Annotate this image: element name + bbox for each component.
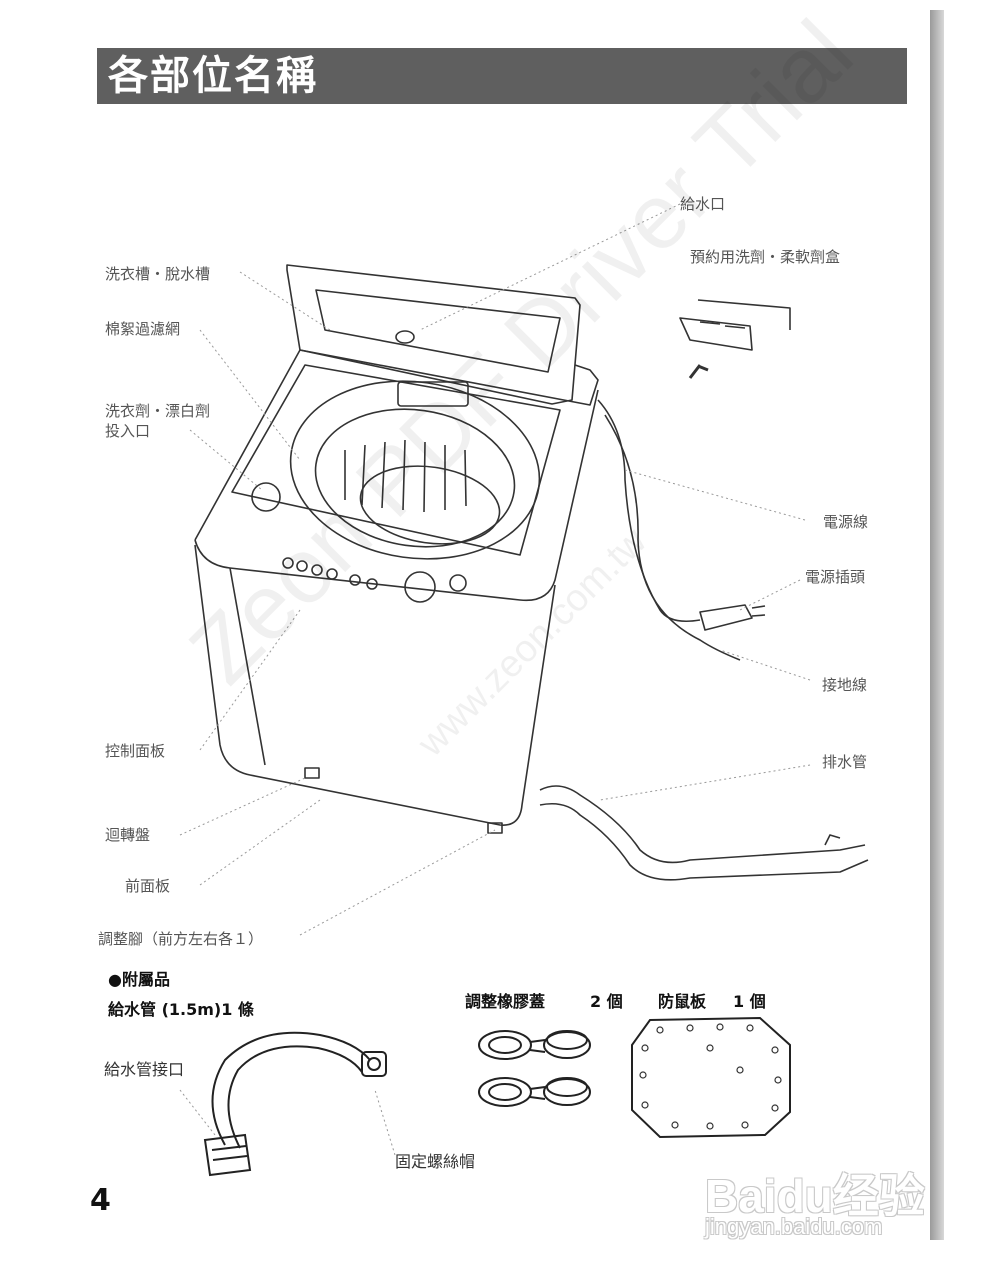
hose-connector-label: 給水管接口: [104, 1060, 185, 1079]
page-number: 4: [90, 1183, 111, 1218]
label-detergent-box: 預約用洗劑・柔軟劑盒: [690, 248, 841, 266]
rubber-caps-label: 調整橡膠蓋: [465, 992, 546, 1011]
label-tub: 洗衣槽・脫水槽: [105, 265, 211, 283]
baidu-logo-watermark: Baidu经验: [705, 1170, 925, 1222]
label-front-panel: 前面板: [125, 877, 171, 895]
label-water-inlet: 給水口: [680, 195, 726, 213]
label-power-plug: 電源插頭: [805, 568, 866, 586]
label-drain-hose: 排水管: [822, 753, 868, 771]
label-control-panel: 控制面板: [105, 742, 166, 760]
label-ground-wire: 接地線: [822, 676, 868, 694]
rodent-plate-qty: 1 個: [733, 992, 766, 1011]
label-pulsator: 迴轉盤: [105, 826, 151, 844]
fixing-cap-label: 固定螺絲帽: [395, 1152, 476, 1171]
label-detergent-inlet-line1: 洗衣劑・漂白劑: [105, 402, 211, 420]
label-lint-filter: 棉絮過濾網: [105, 320, 181, 338]
accessories-heading: ●附屬品: [108, 970, 170, 989]
baidu-url-watermark: jingyan.baidu.com: [705, 1214, 883, 1239]
water-hose-label: 給水管 (1.5m)1 條: [108, 1000, 254, 1019]
label-detergent-inlet-line2: 投入口: [105, 422, 151, 440]
label-power-cord: 電源線: [823, 513, 869, 531]
page-title: 各部位名稱: [108, 53, 318, 99]
rodent-plate-label: 防鼠板: [658, 992, 707, 1011]
label-adjust-feet: 調整腳（前方左右各１）: [98, 930, 264, 948]
rubber-caps-qty: 2 個: [590, 992, 623, 1011]
book-spine-shadow: [930, 10, 944, 1240]
title-bar: [97, 48, 907, 104]
